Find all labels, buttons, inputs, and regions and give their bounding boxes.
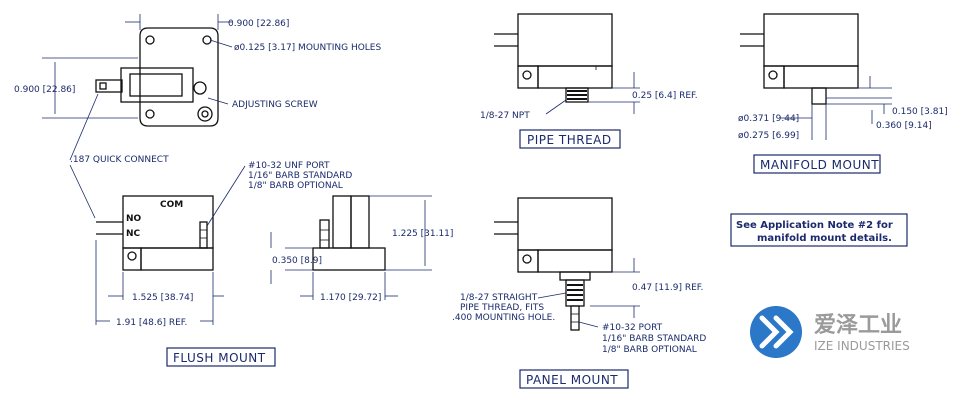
pipe-thread-title-box: [519, 129, 621, 149]
flush-body-dim: 1.525 [38.74]: [132, 293, 193, 303]
panel-mount-title: PANEL MOUNT: [526, 373, 618, 387]
npt-label: 1/8-27 NPT: [480, 111, 530, 121]
mounting-holes-label: ø0.125 [3.17] MOUNTING HOLES: [234, 43, 381, 53]
panel-port-1: #10-32 PORT: [602, 323, 663, 333]
manifold-note-1: See Application Note #2 for: [736, 220, 893, 231]
flush-port-note-3: 1/8" BARB OPTIONAL: [248, 181, 343, 191]
panel-ref-dim: 0.47 [11.9] REF.: [632, 283, 703, 293]
flush-mount-front: COM NO NC #10-32 UNF PORT 1/16" BARB STA…: [95, 161, 352, 328]
manifold-dia1: ø0.371 [9.44]: [738, 114, 799, 124]
manifold-mount-view: 0.150 [3.81] 0.360 [9.14] ø0.371 [9.44] …: [738, 13, 948, 141]
top-height-dim: 0.900 [22.86]: [14, 85, 75, 95]
panel-mount-view: 1/8-27 STRAIGHT PIPE THREAD, FITS .400 M…: [452, 197, 706, 355]
panel-straight-1: 1/8-27 STRAIGHT: [460, 293, 538, 303]
ize-logo: 爱泽工业 IZE INDUSTRIES: [750, 306, 910, 358]
pipe-thread-title: PIPE THREAD: [527, 133, 612, 147]
terminal-nc: NC: [126, 229, 141, 239]
manifold-mount-title-box: [753, 154, 881, 174]
adjusting-screw-label: ADJUSTING SCREW: [232, 100, 318, 110]
flush-mount-side: 0.350 [8.9] 1.170 [29.72] 1.225 [31.11]: [270, 195, 453, 303]
total-height-dim: 1.225 [31.11]: [392, 229, 453, 239]
flush-port-note-2: 1/16" BARB STANDARD: [248, 171, 352, 181]
top-width-dim: 0.900 [22.86]: [228, 19, 289, 29]
panel-port-2: 1/16" BARB STANDARD: [602, 334, 706, 344]
side-height-dim: 0.350 [8.9]: [272, 256, 322, 266]
pipe-ref-dim: 0.25 [6.4] REF.: [632, 91, 698, 101]
manifold-dia2: ø0.275 [6.99]: [738, 131, 799, 141]
panel-straight-3: .400 MOUNTING HOLE.: [452, 313, 555, 323]
terminal-no: NO: [126, 214, 142, 224]
manifold-dim-b: 0.360 [9.14]: [876, 121, 932, 131]
panel-port-3: 1/8" BARB OPTIONAL: [602, 345, 697, 355]
manifold-note-box: [730, 213, 908, 247]
brand-name-en: IZE INDUSTRIES: [814, 339, 910, 353]
flush-mount-title: FLUSH MOUNT: [173, 351, 266, 365]
top-view: 0.900 [22.86] 0.900 [22.86] ø0.125 [3.17…: [14, 14, 381, 219]
flush-port-note-1: #10-32 UNF PORT: [248, 161, 330, 171]
pipe-thread-view: 1/8-27 NPT 0.25 [6.4] REF.: [480, 13, 698, 121]
brand-name-cn: 爱泽工业: [814, 313, 902, 338]
flush-mount-title-box: [166, 347, 276, 367]
manifold-dim-a: 0.150 [3.81]: [892, 107, 948, 117]
panel-mount-title-box: [519, 369, 629, 389]
manifold-note-2: manifold mount details.: [757, 233, 892, 244]
panel-straight-2: PIPE THREAD, FITS: [460, 303, 544, 313]
terminal-com: COM: [160, 200, 183, 210]
manifold-mount-title: MANIFOLD MOUNT: [760, 158, 879, 172]
side-width-dim: 1.170 [29.72]: [320, 293, 381, 303]
flush-ref-dim: 1.91 [48.6] REF.: [116, 318, 187, 328]
quick-connect-label: .187 QUICK CONNECT: [70, 155, 169, 165]
